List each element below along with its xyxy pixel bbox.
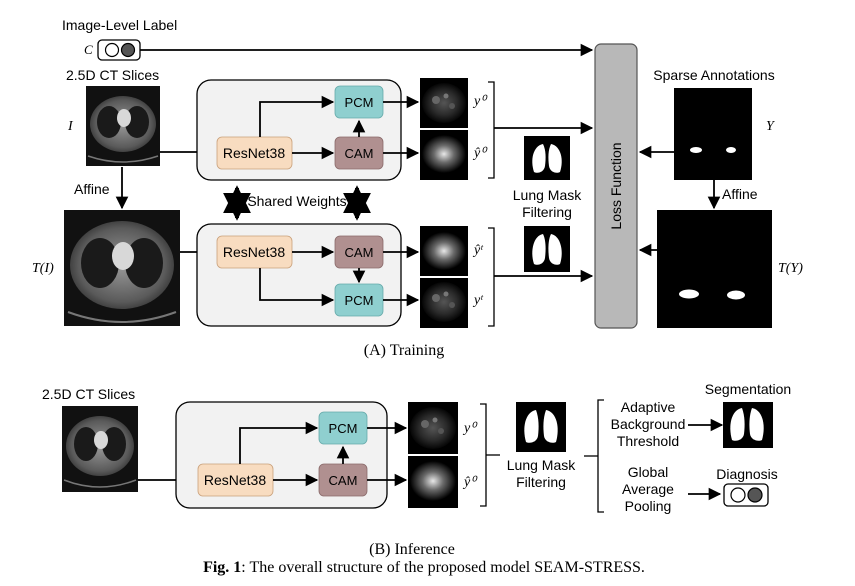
inference-lung-mask-filtering-line1: Lung Mask [507,457,576,473]
pcm-heatmap-bottom [420,278,468,328]
training-caption: (A) Training [364,342,444,359]
yhat0-symbol-top: ŷ⁰ [472,146,488,161]
sparse-annotations-label: Sparse Annotations [653,67,774,83]
inference-y0-symbol: y⁰ [462,421,478,436]
pcm-label: PCM [345,293,374,308]
resnet-to-pcm-arrow-bottom [259,268,335,307]
resnet-label: ResNet38 [223,244,285,260]
transformed-symbol: T(I) [32,261,54,276]
inference-pcm-label: PCM [329,421,358,436]
pcm-block-top: PCM [334,85,384,119]
ty-symbol: T(Y) [778,261,803,276]
lung-mask-image-top [524,136,570,180]
ct-slices-label: 2.5D CT Slices [66,67,159,83]
c-symbol: C [84,42,93,57]
inference-cam-label: CAM [329,473,358,488]
affine-label-right: Affine [722,186,758,202]
cam-heatmap-bottom [420,226,468,276]
input-symbol: I [67,119,74,134]
diagnosis-toggle-icon [723,483,769,507]
lung-mask-filtering-label-line1: Lung Mask [513,187,582,203]
ct-slice-image [86,86,160,166]
figure-caption-text: : The overall structure of the proposed … [241,559,645,576]
inference-pcm-heatmap [408,402,458,454]
inference-resnet-to-pcm-arrow [239,421,319,464]
inference-pcm-block: PCM [318,411,368,445]
lung-mask-filtering-label-line2: Filtering [522,204,572,220]
adaptive-line3: Threshold [617,433,679,449]
figure-caption: Fig. 1: The overall structure of the pro… [203,559,645,576]
y-symbol: Y [766,119,776,134]
inference-ct-slices-label: 2.5D CT Slices [42,386,135,402]
loss-function-label: Loss Function [608,142,624,229]
inference-branch-brace [597,399,604,513]
yt-symbol: yᵗ [472,293,484,308]
resnet-label: ResNet38 [223,145,285,161]
cam-label: CAM [345,245,374,260]
segmentation-image [723,402,773,448]
figure-caption-bold: Fig. 1 [203,559,241,576]
global-line1: Global [628,464,668,480]
adaptive-line1: Adaptive [621,399,676,415]
pcm-heatmap-top [420,78,468,128]
pcm-block-bottom: PCM [334,283,384,317]
resnet-block-bottom: ResNet38 [216,235,293,269]
segmentation-label: Segmentation [705,381,791,397]
loss-function-block [594,43,638,329]
inference-lung-mask-filtering-line2: Filtering [516,474,566,490]
transformed-annotation-image [657,210,772,328]
inference-ct-slice-image [62,406,138,492]
inference-caption: (B) Inference [369,541,455,558]
inference-resnet-block: ResNet38 [197,463,274,497]
inference-resnet-label: ResNet38 [204,472,266,488]
lung-mask-image-bottom [524,226,570,272]
transformed-ct-image [64,210,180,326]
sparse-annotation-image [674,88,752,180]
inference-output-brace [480,403,487,507]
adaptive-line2: Background [611,416,686,432]
shared-weights-label: Shared Weights [247,193,346,209]
inference-cam-block: CAM [318,463,368,497]
inference-yhat0-symbol: ŷ⁰ [462,475,478,490]
cam-block-top: CAM [334,136,384,170]
resnet-block-top: ResNet38 [216,136,293,170]
resnet-to-pcm-arrow-top [259,95,335,137]
diagnosis-label: Diagnosis [716,466,777,482]
cam-block-bottom: CAM [334,235,384,269]
inference-cam-heatmap [408,456,458,508]
global-line3: Pooling [625,498,672,514]
cam-label: CAM [345,146,374,161]
output-brace-top [488,81,495,179]
image-level-label: Image-Level Label [62,17,177,33]
output-brace-bottom [488,227,495,327]
inference-lung-mask-image [516,402,566,452]
affine-label-left: Affine [74,181,110,197]
pcm-label: PCM [345,95,374,110]
cam-heatmap-top [420,130,468,180]
yhatt-symbol: ŷᵗ [472,243,484,258]
y0-symbol-top: y⁰ [472,94,488,109]
global-line2: Average [622,481,674,497]
label-toggle-icon [97,39,141,61]
